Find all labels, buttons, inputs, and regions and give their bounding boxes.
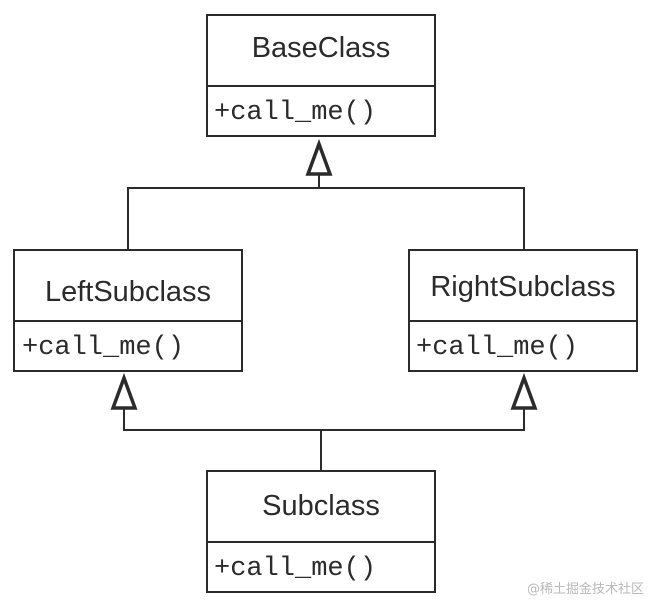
class-name-subclass: Subclass <box>262 490 380 522</box>
class-method-leftsubclass: +call_me() <box>22 333 184 363</box>
class-box-subclass: Subclass +call_me() <box>206 470 436 593</box>
edge-right-to-base <box>319 187 525 250</box>
class-method-baseclass: +call_me() <box>214 98 376 128</box>
edge-sub-to-right <box>321 408 525 431</box>
edge-left-to-base <box>127 175 320 250</box>
class-name-rightsubclass: RightSubclass <box>430 271 615 303</box>
inheritance-arrow-right <box>510 372 538 410</box>
class-name-baseclass: BaseClass <box>252 32 391 64</box>
class-box-rightsubclass: RightSubclass +call_me() <box>408 249 638 372</box>
class-box-leftsubclass: LeftSubclass +call_me() <box>13 249 243 372</box>
class-method-subclass: +call_me() <box>214 554 376 584</box>
inheritance-arrow-base <box>305 138 333 176</box>
inheritance-arrow-left <box>110 372 138 410</box>
class-name-leftsubclass: LeftSubclass <box>45 276 211 308</box>
class-method-rightsubclass: +call_me() <box>416 333 578 363</box>
class-box-baseclass: BaseClass +call_me() <box>206 14 436 137</box>
edge-sub-to-left <box>123 408 322 471</box>
watermark-text: @稀土掘金技术社区 <box>526 582 644 597</box>
